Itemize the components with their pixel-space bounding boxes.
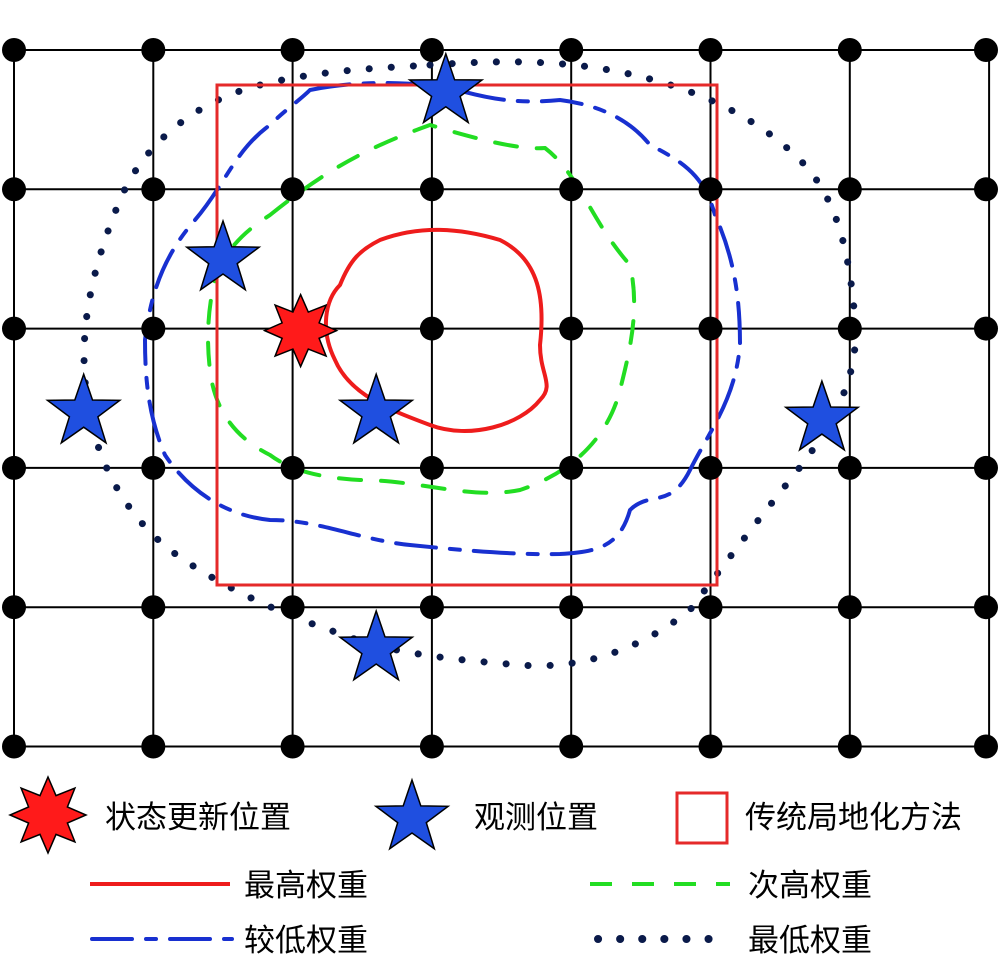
grid-node — [974, 316, 998, 341]
observation-star — [45, 371, 123, 445]
grid-node — [280, 455, 305, 480]
grid-node — [559, 734, 584, 759]
grid-node — [559, 595, 584, 620]
grid-node — [2, 38, 26, 62]
highest-weight-contour — [323, 227, 549, 433]
grid-node — [141, 595, 166, 620]
observation-star — [783, 378, 861, 452]
grid-nodes — [2, 38, 998, 759]
grid-node — [141, 177, 166, 202]
legend-observation-position-label: 观测位置 — [474, 800, 598, 836]
legend-traditional-label: 传统局地化方法 — [745, 800, 962, 836]
grid-node — [2, 177, 26, 202]
grid-node — [559, 455, 584, 480]
grid-node — [419, 316, 444, 341]
observation-star — [184, 218, 262, 292]
grid-node — [280, 177, 305, 202]
grid-node — [974, 734, 998, 759]
grid-node — [559, 38, 584, 62]
grid-node — [974, 595, 998, 620]
legend-traditional-box-icon — [675, 791, 729, 845]
grid-node — [837, 734, 862, 759]
grid-node — [141, 734, 166, 759]
legend-update-position-label: 状态更新位置 — [105, 800, 291, 836]
grid-node — [419, 38, 444, 62]
legend-lower-weight-label: 较低权重 — [244, 923, 368, 959]
weight-contours — [80, 58, 860, 670]
grid-node — [698, 595, 723, 620]
observation-star — [337, 608, 415, 682]
grid-node — [419, 595, 444, 620]
lowest-weight-contour — [80, 58, 860, 670]
grid-node — [280, 734, 305, 759]
lower-weight-contour — [142, 81, 743, 557]
grid-node — [2, 595, 26, 620]
grid-node — [419, 734, 444, 759]
grid-node — [559, 316, 584, 341]
grid-node — [837, 38, 862, 62]
grid-node — [698, 316, 723, 341]
grid-node — [2, 316, 26, 341]
legend-lowest-weight-label: 最低权重 — [748, 923, 872, 959]
grid-node — [141, 455, 166, 480]
update-position-star — [262, 292, 339, 369]
grid-node — [837, 455, 862, 480]
grid-node — [837, 177, 862, 202]
grid-node — [698, 38, 723, 62]
legend-highest-weight-label: 最高权重 — [244, 868, 368, 904]
observation-stars — [45, 51, 861, 682]
grid-node — [280, 595, 305, 620]
legend-update-star-icon — [8, 775, 88, 855]
grid-node — [141, 38, 166, 62]
grid-node — [280, 38, 305, 62]
grid-node — [141, 316, 166, 341]
grid-node — [698, 177, 723, 202]
grid-node — [698, 455, 723, 480]
observation-star — [407, 51, 485, 125]
observation-star — [337, 371, 415, 445]
grid-node — [419, 177, 444, 202]
legend-second-weight-label: 次高权重 — [748, 868, 872, 904]
grid-node — [974, 177, 998, 202]
grid-node — [974, 38, 998, 62]
grid-node — [837, 595, 862, 620]
grid-lines — [13, 49, 991, 748]
grid-node — [2, 455, 26, 480]
grid-node — [837, 316, 862, 341]
legend-observation-star-icon — [373, 777, 451, 851]
grid-node — [974, 455, 998, 480]
legend: 状态更新位置 观测位置 传统局地化方法 最高权重 次高权重 较低权重 最低权重 — [8, 775, 962, 959]
grid-node — [559, 177, 584, 202]
grid-node — [2, 734, 26, 759]
grid-node — [419, 455, 444, 480]
grid-node — [698, 734, 723, 759]
